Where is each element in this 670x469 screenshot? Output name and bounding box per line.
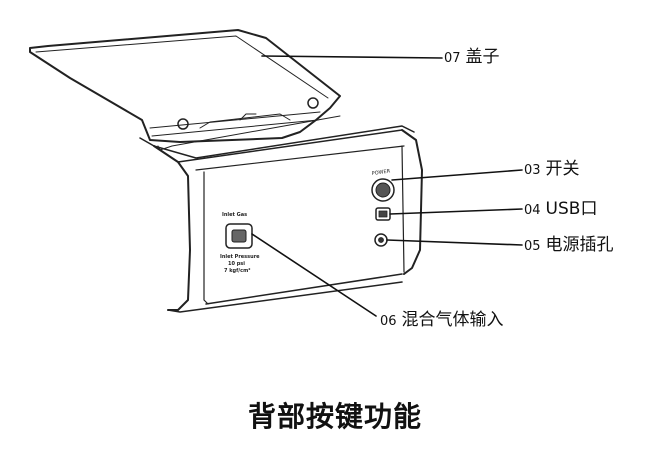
usb-port xyxy=(375,207,391,221)
callout-power-switch-number: 03 xyxy=(524,163,541,178)
power-jack xyxy=(374,233,388,247)
callout-lid: 07 盖子 xyxy=(444,47,500,69)
gas-inlet xyxy=(225,223,253,249)
callout-power-jack-number: 05 xyxy=(524,239,541,254)
callout-power-switch: 03 开关 xyxy=(524,159,580,181)
power-switch-label: POWER xyxy=(371,168,391,177)
callout-gas-inlet-number: 06 xyxy=(380,314,397,329)
pressure-kgf-label: 7 kgf/cm² xyxy=(224,268,251,274)
callout-usb-port-text: USB口 xyxy=(545,199,598,219)
power-switch xyxy=(371,178,395,202)
callout-power-jack: 05 电源插孔 xyxy=(524,235,614,257)
device-body xyxy=(139,115,423,313)
figure-caption: 背部按键功能 xyxy=(247,400,422,433)
pressure-psi-label: 10 psi xyxy=(228,261,245,267)
callout-lid-text: 盖子 xyxy=(465,47,500,67)
callout-power-jack-text: 电源插孔 xyxy=(545,235,614,255)
inlet-pressure-label: Inlet Pressure xyxy=(220,254,260,260)
callout-lid-number: 07 xyxy=(444,51,461,66)
callout-power-switch-text: 开关 xyxy=(545,159,580,179)
leader-lines xyxy=(251,55,523,317)
callout-usb-port-number: 04 xyxy=(524,203,541,218)
callout-gas-inlet: 06 混合气体输入 xyxy=(380,310,504,332)
callout-gas-inlet-text: 混合气体输入 xyxy=(401,310,504,330)
callout-usb-port: 04 USB口 xyxy=(524,199,597,221)
lid xyxy=(29,29,341,143)
inlet-gas-label: Inlet Gas xyxy=(222,212,247,218)
